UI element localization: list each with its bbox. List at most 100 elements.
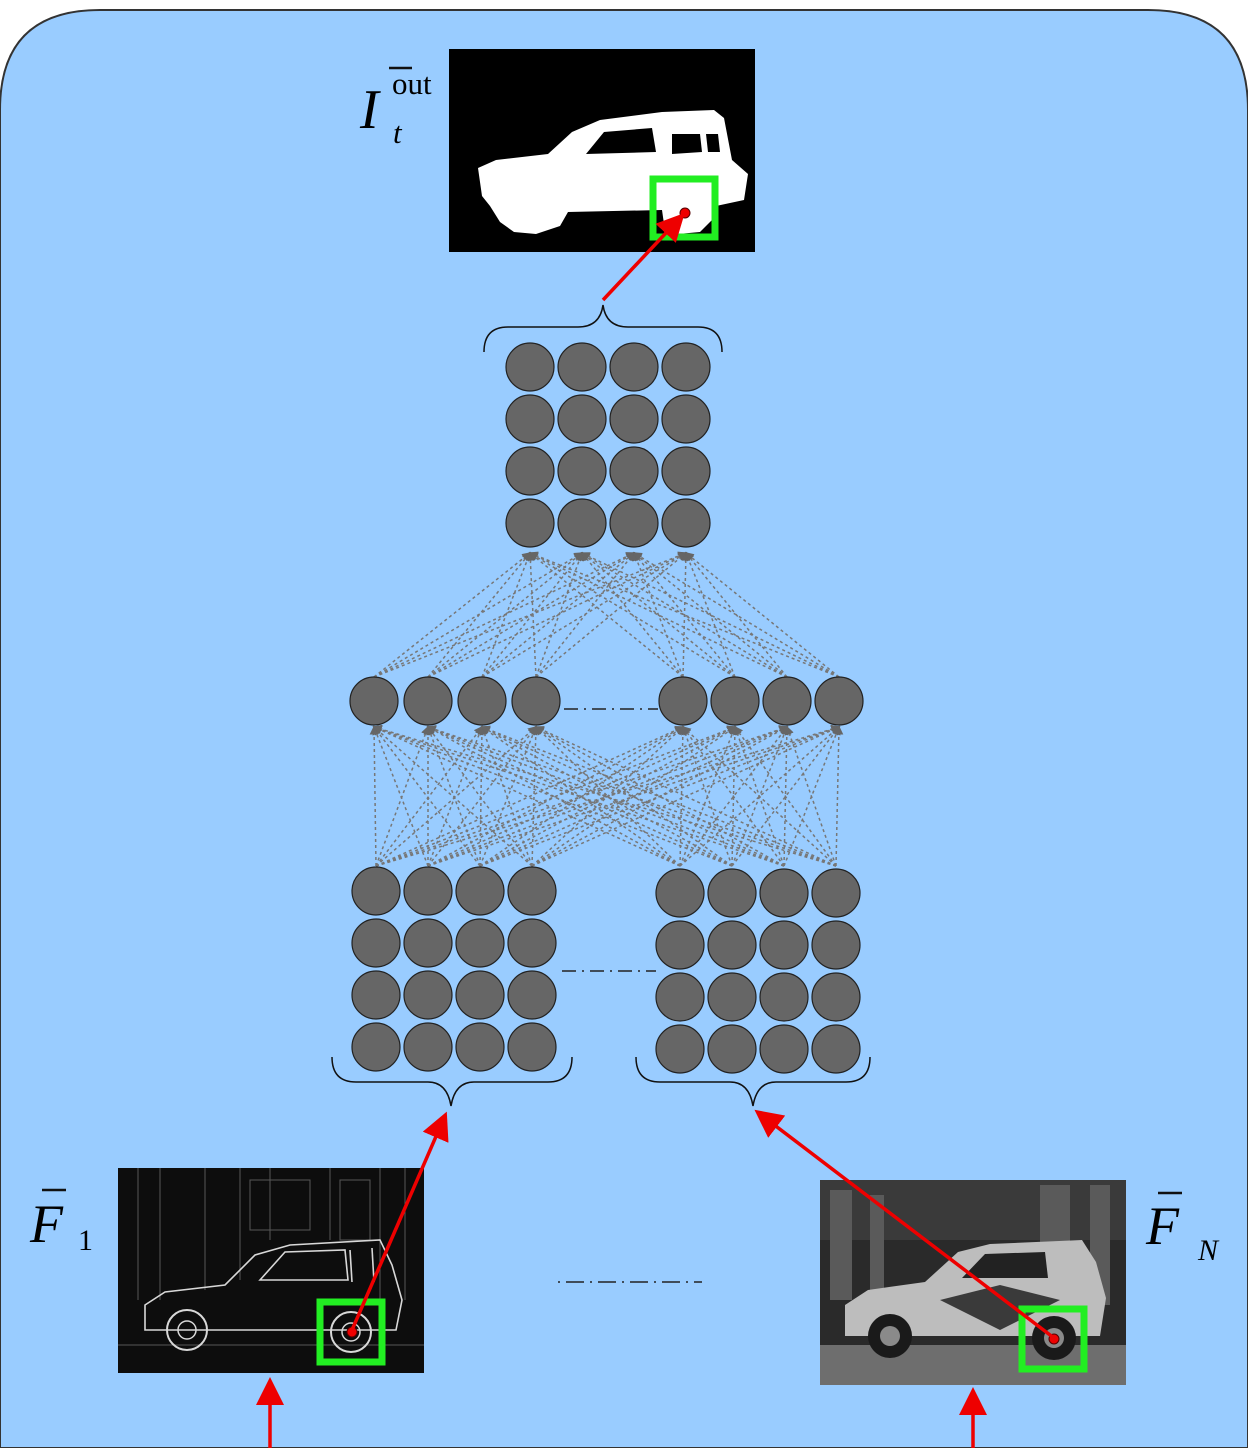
input-right-node (811, 920, 861, 970)
input-right-node (759, 1024, 809, 1074)
connection-line (372, 726, 681, 867)
connection-line (477, 725, 487, 867)
connection-line (528, 552, 684, 678)
connection-line (685, 551, 788, 678)
hidden-node (403, 676, 453, 726)
connection-line (528, 551, 840, 678)
input-left-node (455, 918, 505, 968)
input-right-node (759, 868, 809, 918)
input-right-node (655, 868, 705, 918)
connection-line (525, 551, 537, 678)
connection-line (731, 725, 840, 867)
connection-line (531, 726, 737, 867)
output-node (609, 394, 659, 444)
connection-line (730, 725, 740, 867)
output-mask-image (449, 49, 755, 252)
arrow-fn-to-brace (754, 1109, 1056, 1340)
connection-line (373, 725, 481, 867)
arrow-f1-to-brace (350, 1111, 449, 1331)
label-output: I out t (359, 66, 432, 150)
label-output-symbol: I (359, 79, 381, 141)
input-right-node (811, 1024, 861, 1074)
input-right-node (655, 1024, 705, 1074)
connection-line (681, 725, 837, 867)
connection-line (373, 551, 688, 678)
input-left-node (455, 970, 505, 1020)
connection-line (531, 725, 541, 867)
connection-line (481, 551, 532, 678)
feature-image-fn (820, 1180, 1126, 1385)
connection-line (426, 726, 733, 867)
input-left-node (455, 1022, 505, 1072)
connection-line (426, 725, 785, 867)
output-node (661, 446, 711, 496)
input-node-grid-right (655, 868, 861, 1074)
input-right-node (759, 972, 809, 1022)
connection-line (581, 551, 684, 678)
connection-line (375, 725, 483, 867)
connection-line (534, 726, 785, 867)
input-right-node (811, 972, 861, 1022)
connection-line (427, 725, 533, 867)
input-left-node (507, 1022, 557, 1072)
output-node (661, 394, 711, 444)
hidden-node (710, 676, 760, 726)
label-fn-symbol: F (1145, 1196, 1180, 1256)
label-fn: F N (1145, 1191, 1220, 1267)
output-node (609, 342, 659, 392)
output-node (557, 498, 607, 548)
input-left-node (351, 1022, 401, 1072)
output-brace (483, 304, 723, 353)
connection-line (528, 552, 736, 678)
connection-line (531, 725, 685, 867)
connection-line (531, 725, 841, 867)
output-node (557, 394, 607, 444)
output-node (505, 446, 555, 496)
hidden-node (658, 676, 708, 726)
label-f1: F 1 (29, 1188, 93, 1257)
hidden-node (814, 676, 864, 726)
input-left-node (351, 970, 401, 1020)
input-brace-right (635, 1056, 871, 1107)
background-panel (0, 9, 1248, 1448)
connection-line (480, 725, 533, 867)
connection-line (834, 725, 844, 867)
input-right-node (811, 868, 861, 918)
connection-line (682, 725, 785, 867)
input-right-node (655, 972, 705, 1022)
input-brace-left (331, 1056, 573, 1107)
connection-line (580, 552, 788, 678)
connection-line (372, 726, 533, 867)
connection-line (375, 725, 430, 867)
input-right-node (655, 920, 705, 970)
connection-line (373, 552, 584, 678)
network-connections (369, 551, 844, 867)
input-left-node (507, 970, 557, 1020)
output-node-grid (505, 342, 711, 548)
connection-line (480, 726, 681, 867)
input-right-node (707, 972, 757, 1022)
connection-line (684, 552, 840, 678)
connection-line (375, 725, 685, 867)
connection-line (427, 725, 484, 867)
connection-line (372, 725, 429, 867)
connection-line (427, 551, 531, 678)
connection-line (535, 551, 635, 678)
connection-line (372, 725, 733, 867)
connection-line (734, 725, 837, 867)
hidden-layer-nodes (349, 676, 864, 726)
connection-line (632, 552, 840, 678)
connection-line (531, 726, 789, 867)
input-right-node (707, 868, 757, 918)
connection-line (479, 726, 685, 867)
hidden-node (762, 676, 812, 726)
connection-line (782, 725, 792, 867)
input-left-node (351, 866, 401, 916)
connection-line (785, 725, 837, 867)
connection-line (480, 726, 785, 867)
input-left-node (507, 866, 557, 916)
label-f1-subscript: 1 (78, 1224, 93, 1257)
input-left-node (403, 970, 453, 1020)
label-output-superscript: out (392, 66, 432, 101)
